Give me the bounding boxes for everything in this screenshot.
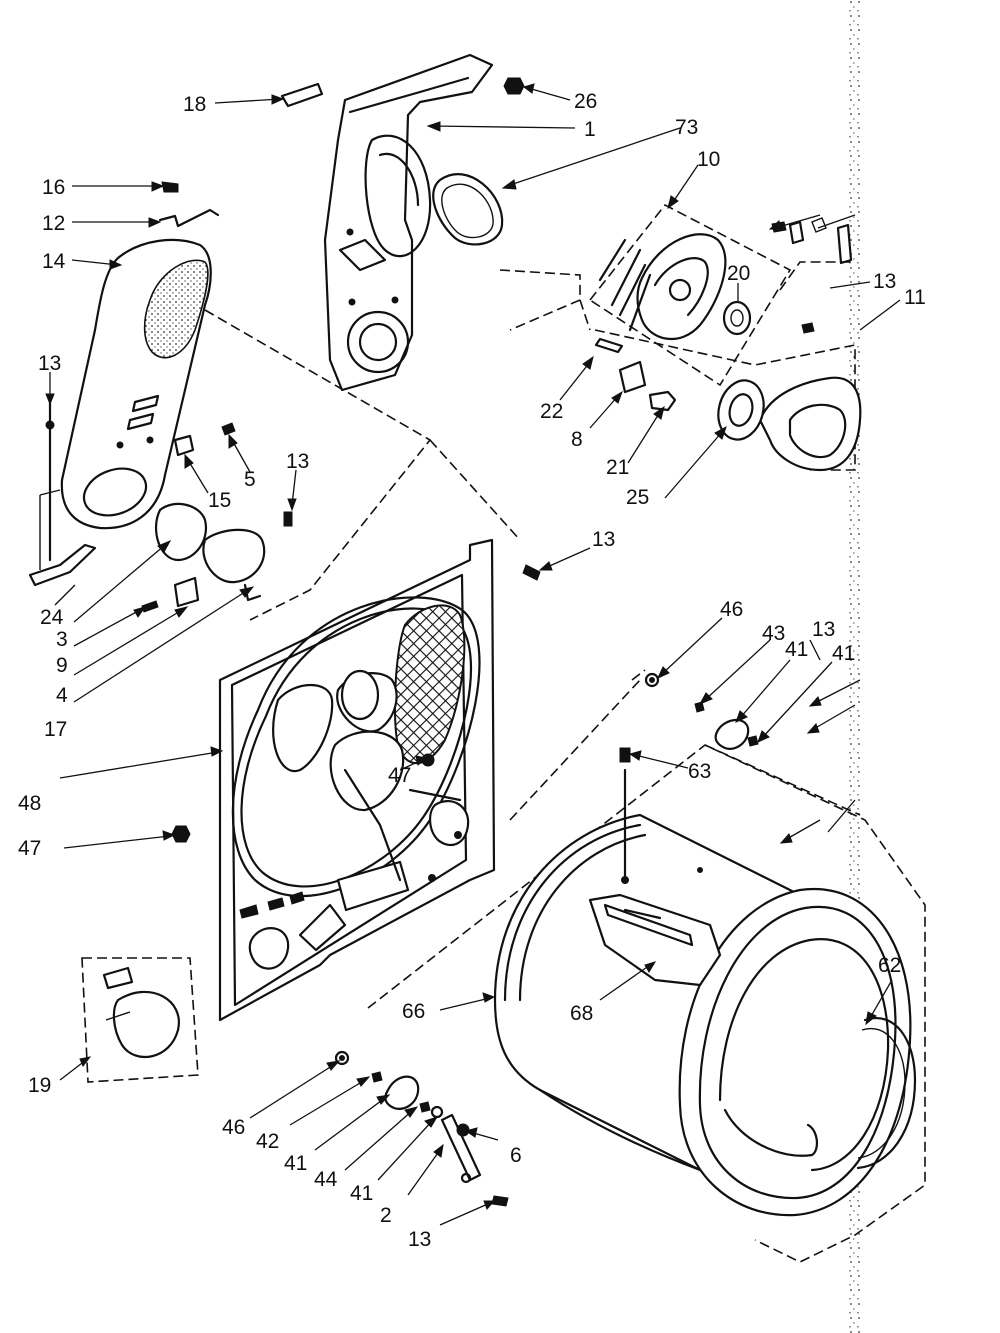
switch-part [173, 576, 200, 608]
callout-13-bottom: 13 [408, 1228, 431, 1251]
front-duct-assembly [60, 238, 212, 530]
callout-44: 44 [314, 1168, 338, 1191]
callout-25: 25 [626, 486, 649, 509]
callout-15: 15 [208, 489, 231, 512]
callout-20: 20 [727, 262, 750, 285]
motor [202, 528, 266, 584]
callout-62: 62 [878, 954, 901, 977]
callout-leaders [45, 83, 901, 1226]
callout-13-panel: 13 [592, 528, 615, 551]
part-8 [618, 360, 647, 394]
callout-24: 24 [40, 606, 64, 629]
callout-14: 14 [42, 250, 66, 273]
callout-labels: 18 26 1 73 10 16 12 14 13 11 20 13 22 8 … [18, 90, 926, 1251]
callout-48: 48 [18, 792, 41, 815]
callout-4: 4 [56, 684, 68, 707]
callout-11: 11 [904, 286, 926, 309]
callout-13-motor: 13 [286, 450, 309, 473]
callout-17: 17 [44, 718, 67, 741]
callout-68: 68 [570, 1002, 593, 1025]
callout-12: 12 [42, 212, 65, 235]
callout-2: 2 [380, 1204, 392, 1227]
nut-part [503, 77, 525, 95]
callout-41-lower-a: 41 [284, 1152, 307, 1175]
callout-13-right: 13 [873, 270, 896, 293]
callout-13-drum: 13 [812, 618, 835, 641]
motor-pulley [155, 502, 208, 562]
callout-10: 10 [697, 148, 720, 171]
callout-1: 1 [584, 118, 596, 141]
callout-46-lower: 46 [222, 1116, 245, 1139]
clip-15 [173, 434, 195, 457]
callout-73: 73 [675, 116, 698, 139]
callout-6: 6 [510, 1144, 522, 1167]
callout-19: 19 [28, 1074, 51, 1097]
drum-support-fasteners-lower [334, 1050, 509, 1207]
callout-47-left: 47 [18, 837, 41, 860]
callout-18: 18 [183, 93, 206, 116]
dryer-drum [367, 744, 926, 1263]
callout-5: 5 [244, 468, 256, 491]
seal-ring [432, 173, 504, 246]
callout-13-left: 13 [38, 352, 61, 375]
callout-21: 21 [606, 456, 629, 479]
callout-43: 43 [762, 622, 785, 645]
drum-support-fasteners-upper [509, 669, 759, 821]
callout-41-upper-a: 41 [785, 638, 808, 661]
bracket-part [28, 543, 97, 587]
drum-seal [856, 1017, 917, 1170]
blower-housing-duct [323, 53, 494, 392]
callout-8: 8 [571, 428, 583, 451]
callout-26: 26 [574, 90, 597, 113]
clip-part [280, 82, 324, 108]
callout-22: 22 [540, 400, 563, 423]
callout-66: 66 [402, 1000, 425, 1023]
blower-wheel-assembly [588, 203, 862, 472]
callout-42: 42 [256, 1130, 279, 1153]
shaft-part [594, 337, 624, 354]
callout-46-upper: 46 [720, 598, 743, 621]
hardware-kit-box [81, 957, 199, 1083]
nut-47 [171, 825, 191, 843]
callout-3: 3 [56, 628, 68, 651]
callout-47-panel: 47 [388, 764, 411, 787]
callout-9: 9 [56, 654, 68, 677]
front-bulkhead-panel [218, 538, 496, 1022]
callout-41-lower-b: 41 [350, 1182, 373, 1205]
callout-63: 63 [688, 760, 711, 783]
part-21 [648, 390, 677, 412]
callout-16: 16 [42, 176, 65, 199]
callout-41-upper-b: 41 [832, 642, 855, 665]
